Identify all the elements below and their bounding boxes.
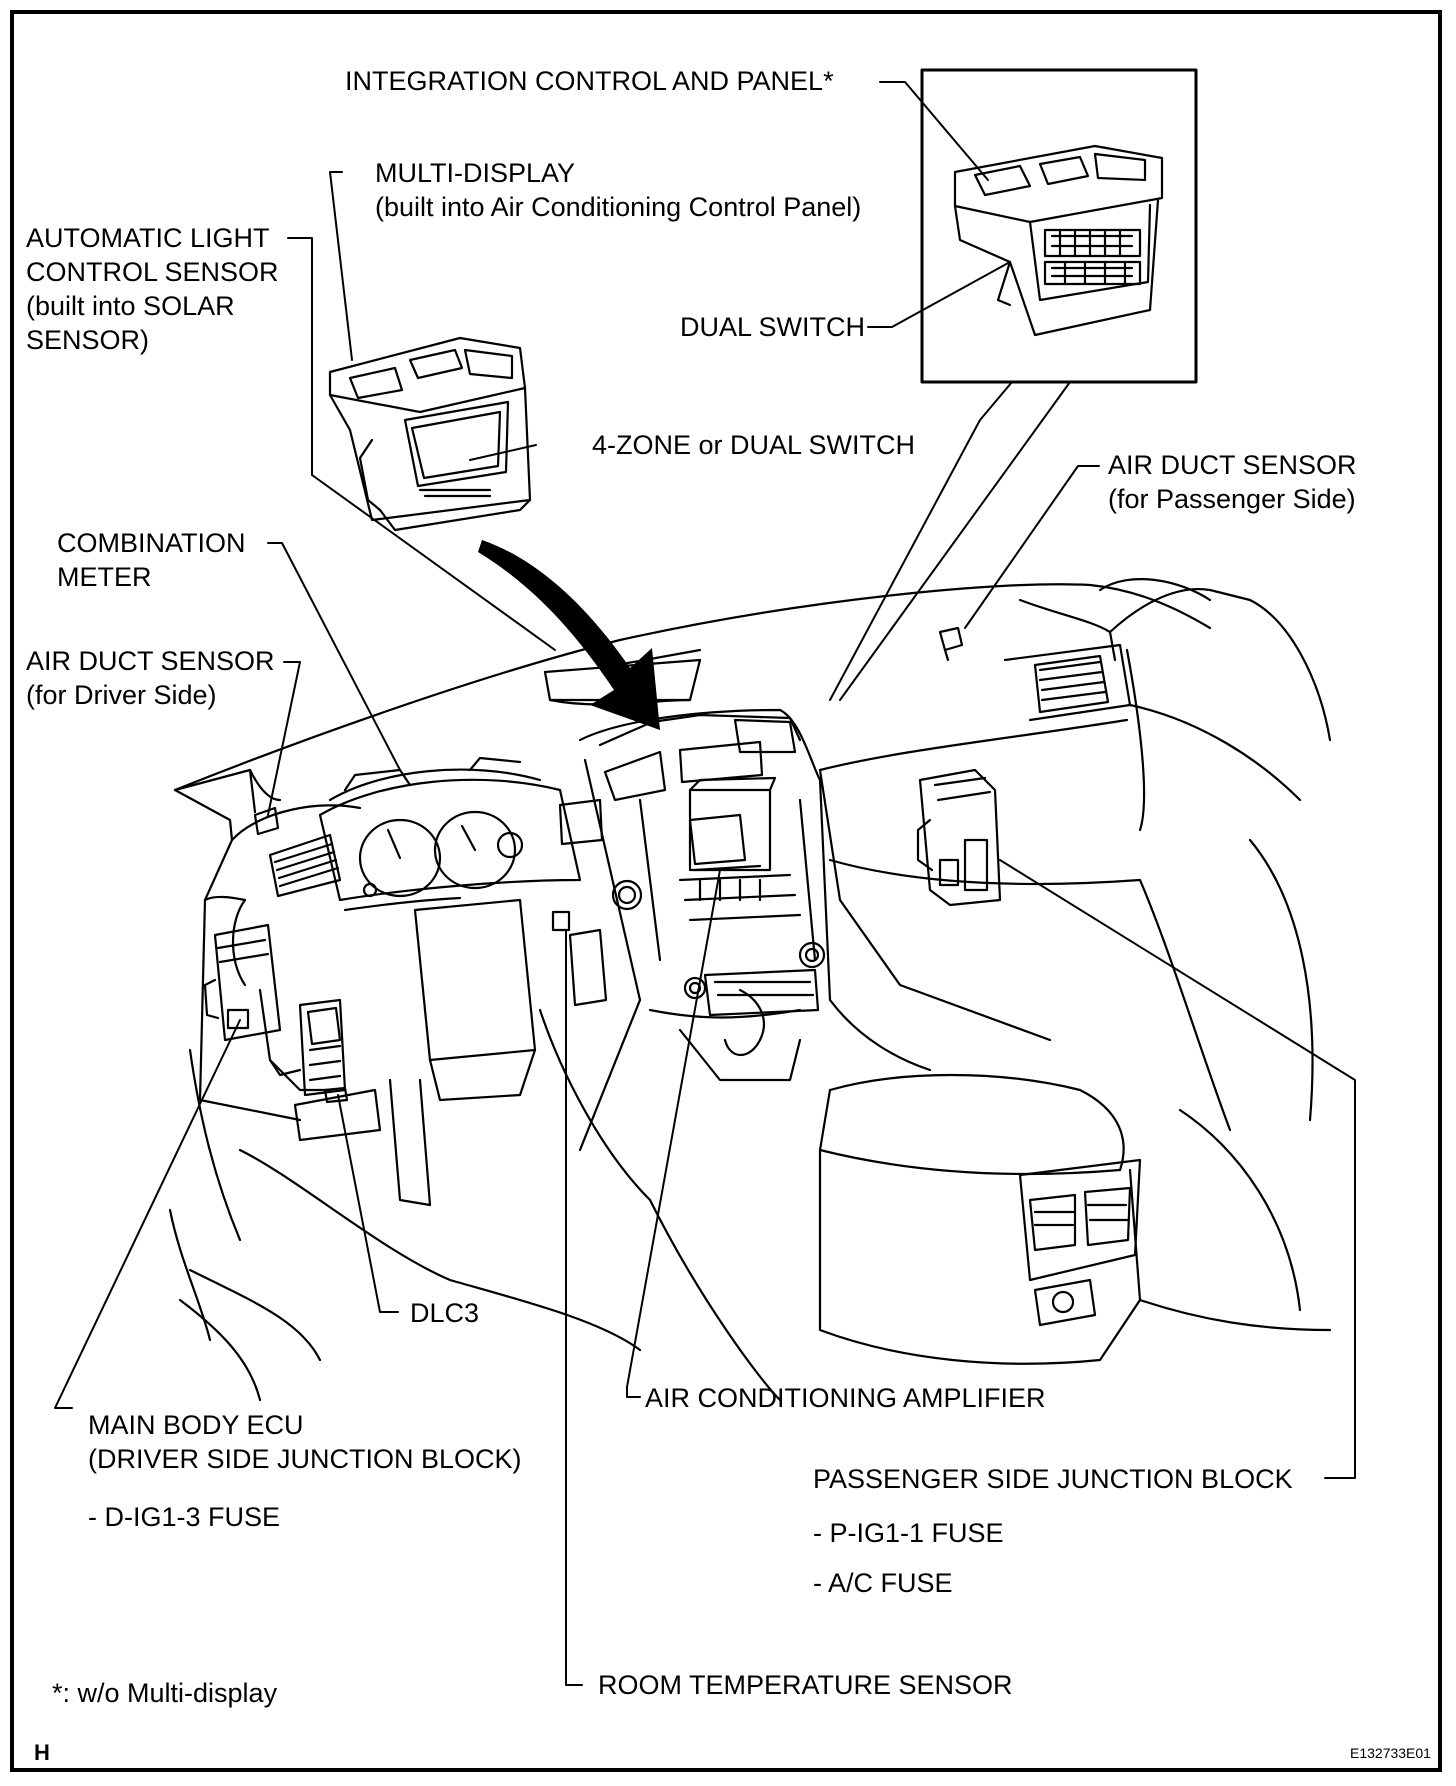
- label-dlc3: DLC3: [410, 1298, 480, 1328]
- inset-box: [920, 68, 1198, 384]
- label-air-duct-sensor-passenger: AIR DUCT SENSOR: [1108, 450, 1357, 480]
- label-ac-fuse: - A/C FUSE: [813, 1568, 953, 1598]
- label-air-duct-sensor-driver: AIR DUCT SENSOR: [26, 646, 275, 676]
- label-ac-amplifier: AIR CONDITIONING AMPLIFIER: [645, 1383, 1046, 1413]
- dashboard-outline: [168, 578, 1332, 1402]
- integration-panel-drawing: [953, 144, 1164, 337]
- label-multi-display-note: (built into Air Conditioning Control Pan…: [375, 192, 862, 222]
- label-p-ig1-1-fuse: - P-IG1-1 FUSE: [813, 1518, 1004, 1548]
- label-air-duct-sensor-driver-note: (for Driver Side): [26, 680, 217, 710]
- label-combination-meter-2: METER: [57, 562, 152, 592]
- footnote: *: w/o Multi-display: [52, 1678, 278, 1708]
- label-auto-light-sensor-3: (built into SOLAR: [26, 291, 235, 321]
- label-dual-switch: DUAL SWITCH: [680, 312, 866, 342]
- label-room-temperature-sensor: ROOM TEMPERATURE SENSOR: [598, 1670, 1013, 1700]
- corner-letter: H: [34, 1740, 50, 1765]
- direction-arrow: [478, 540, 660, 730]
- label-integration-control-panel: INTEGRATION CONTROL AND PANEL*: [345, 66, 834, 96]
- label-d-ig1-3-fuse: - D-IG1-3 FUSE: [88, 1502, 281, 1532]
- label-combination-meter-1: COMBINATION: [57, 528, 246, 558]
- figure-code: E132733E01: [1350, 1745, 1431, 1761]
- label-passenger-junction-block: PASSENGER SIDE JUNCTION BLOCK: [813, 1464, 1293, 1494]
- label-four-zone-switch: 4-ZONE or DUAL SWITCH: [592, 430, 916, 460]
- label-auto-light-sensor-1: AUTOMATIC LIGHT: [26, 223, 270, 253]
- multi-display-panel-drawing: [328, 336, 532, 532]
- label-main-body-ecu: MAIN BODY ECU: [88, 1410, 304, 1440]
- label-air-duct-sensor-passenger-note: (for Passenger Side): [1108, 484, 1356, 514]
- diagram-frame: [10, 10, 1442, 1772]
- label-auto-light-sensor-2: CONTROL SENSOR: [26, 257, 279, 287]
- label-auto-light-sensor-4: SENSOR): [26, 325, 150, 355]
- label-multi-display: MULTI-DISPLAY: [375, 158, 576, 188]
- label-main-body-ecu-note: (DRIVER SIDE JUNCTION BLOCK): [88, 1444, 522, 1474]
- leader-lines: [54, 81, 1356, 1686]
